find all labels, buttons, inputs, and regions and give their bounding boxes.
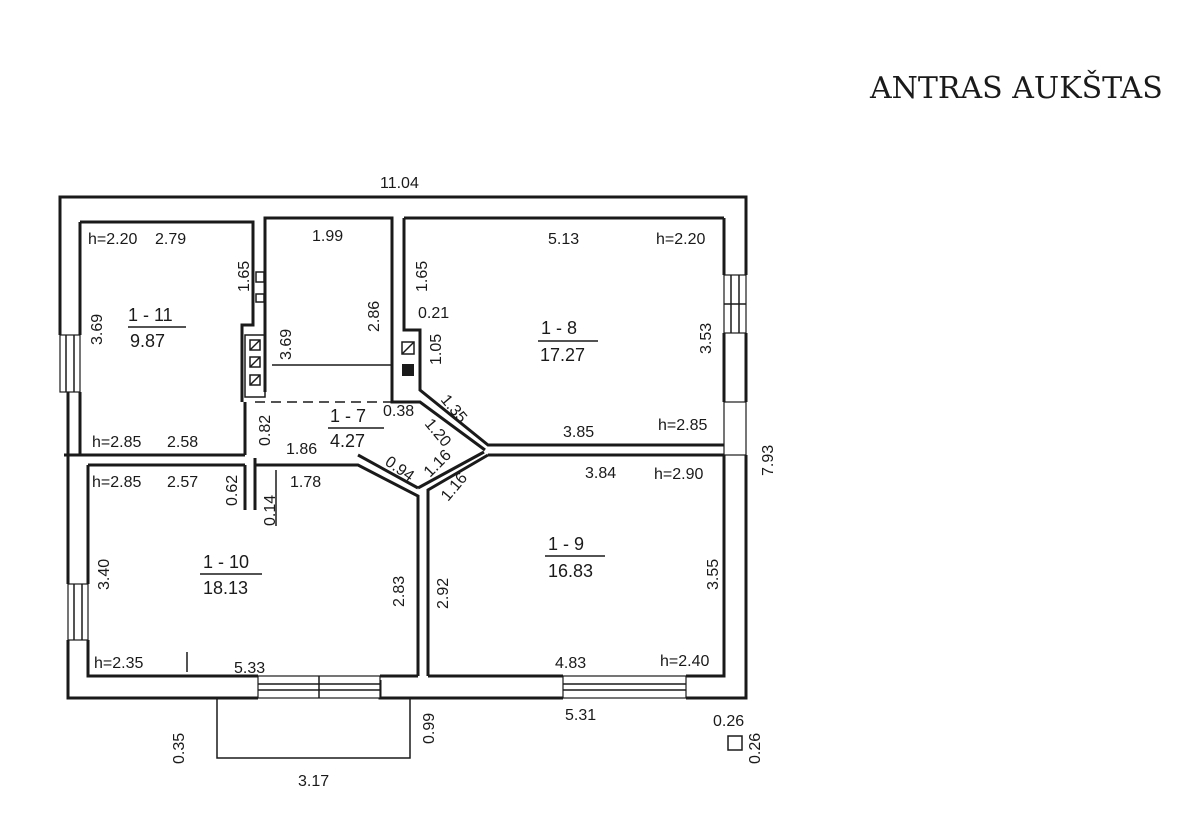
svg-text:5.13: 5.13	[548, 231, 579, 248]
room-area: 16.83	[548, 561, 593, 581]
svg-text:1.78: 1.78	[290, 474, 321, 491]
room-area: 4.27	[330, 431, 365, 451]
svg-text:3.17: 3.17	[298, 773, 329, 790]
svg-text:3.69: 3.69	[89, 314, 106, 345]
room-id: 1 - 8	[541, 318, 577, 338]
svg-text:1.05: 1.05	[428, 334, 445, 365]
svg-text:0.82: 0.82	[257, 415, 274, 446]
svg-text:1.99: 1.99	[312, 228, 343, 245]
svg-text:h=2.90: h=2.90	[654, 466, 703, 483]
svg-text:0.21: 0.21	[418, 305, 449, 322]
svg-text:1.86: 1.86	[286, 441, 317, 458]
room-area: 17.27	[540, 345, 585, 365]
svg-text:2.86: 2.86	[366, 301, 383, 332]
svg-text:4.83: 4.83	[555, 655, 586, 672]
window-left-lower	[67, 583, 89, 641]
svg-text:h=2.85: h=2.85	[92, 434, 141, 451]
svg-text:0.26: 0.26	[713, 713, 744, 730]
column-square	[727, 735, 743, 751]
svg-text:h=2.85: h=2.85	[658, 417, 707, 434]
svg-text:2.58: 2.58	[167, 434, 198, 451]
svg-text:2.92: 2.92	[435, 578, 452, 609]
balcony	[216, 698, 411, 759]
svg-text:3.40: 3.40	[96, 559, 113, 590]
svg-text:3.85: 3.85	[563, 424, 594, 441]
svg-text:3.53: 3.53	[698, 323, 715, 354]
room-id: 1 - 7	[330, 406, 366, 426]
window-right-upper	[723, 274, 747, 334]
svg-text:h=2.85: h=2.85	[92, 474, 141, 491]
svg-text:3.84: 3.84	[585, 465, 616, 482]
plan-title: ANTRAS AUKŠTAS	[869, 70, 1163, 106]
svg-text:0.14: 0.14	[262, 495, 279, 526]
ventilation-ducts	[244, 271, 415, 398]
window-right-middle	[723, 401, 747, 456]
svg-text:0.38: 0.38	[383, 403, 414, 420]
svg-text:11.04: 11.04	[380, 175, 419, 192]
svg-text:5.33: 5.33	[234, 660, 265, 677]
svg-text:0.62: 0.62	[224, 475, 241, 506]
svg-text:1.65: 1.65	[236, 261, 253, 292]
svg-text:h=2.20: h=2.20	[656, 231, 705, 248]
room-id: 1 - 10	[203, 552, 249, 572]
svg-text:h=2.20: h=2.20	[88, 231, 137, 248]
room-id: 1 - 11	[128, 305, 173, 325]
dimension-labels: 11.04 5.31 3.17 2.79 2.58 1.99 5.13 0.21…	[155, 175, 744, 790]
svg-text:3.69: 3.69	[278, 329, 295, 360]
window-left-upper	[59, 334, 81, 393]
svg-text:7.93: 7.93	[760, 445, 777, 476]
room-labels: 1 - 11 9.87 1 - 8 17.27 1 - 7 4.27 1 - 1…	[128, 305, 605, 598]
balcony-door	[257, 675, 381, 699]
height-labels: h=2.20 h=2.85 h=2.20 h=2.85 h=2.85 h=2.3…	[88, 231, 709, 672]
svg-text:0.26: 0.26	[747, 733, 764, 764]
svg-text:5.31: 5.31	[565, 707, 596, 724]
svg-text:2.79: 2.79	[155, 231, 186, 248]
svg-text:h=2.35: h=2.35	[94, 655, 143, 672]
svg-text:h=2.40: h=2.40	[660, 653, 709, 670]
svg-text:0.99: 0.99	[421, 713, 438, 744]
svg-text:1.65: 1.65	[414, 261, 431, 292]
outer-walls	[58, 195, 748, 700]
room-area: 18.13	[203, 578, 248, 598]
dimension-labels-vertical: 3.69 1.65 3.69 2.86 1.65 1.05 3.53 7.93 …	[89, 261, 777, 764]
room-area: 9.87	[130, 331, 165, 351]
window-bottom-right	[562, 675, 687, 699]
svg-text:2.83: 2.83	[391, 576, 408, 607]
svg-text:3.55: 3.55	[705, 559, 722, 590]
svg-text:2.57: 2.57	[167, 474, 198, 491]
svg-text:0.35: 0.35	[171, 733, 188, 764]
room-id: 1 - 9	[548, 534, 584, 554]
windows	[59, 274, 747, 699]
svg-text:1.20: 1.20	[421, 416, 454, 451]
interior-walls	[80, 216, 724, 676]
